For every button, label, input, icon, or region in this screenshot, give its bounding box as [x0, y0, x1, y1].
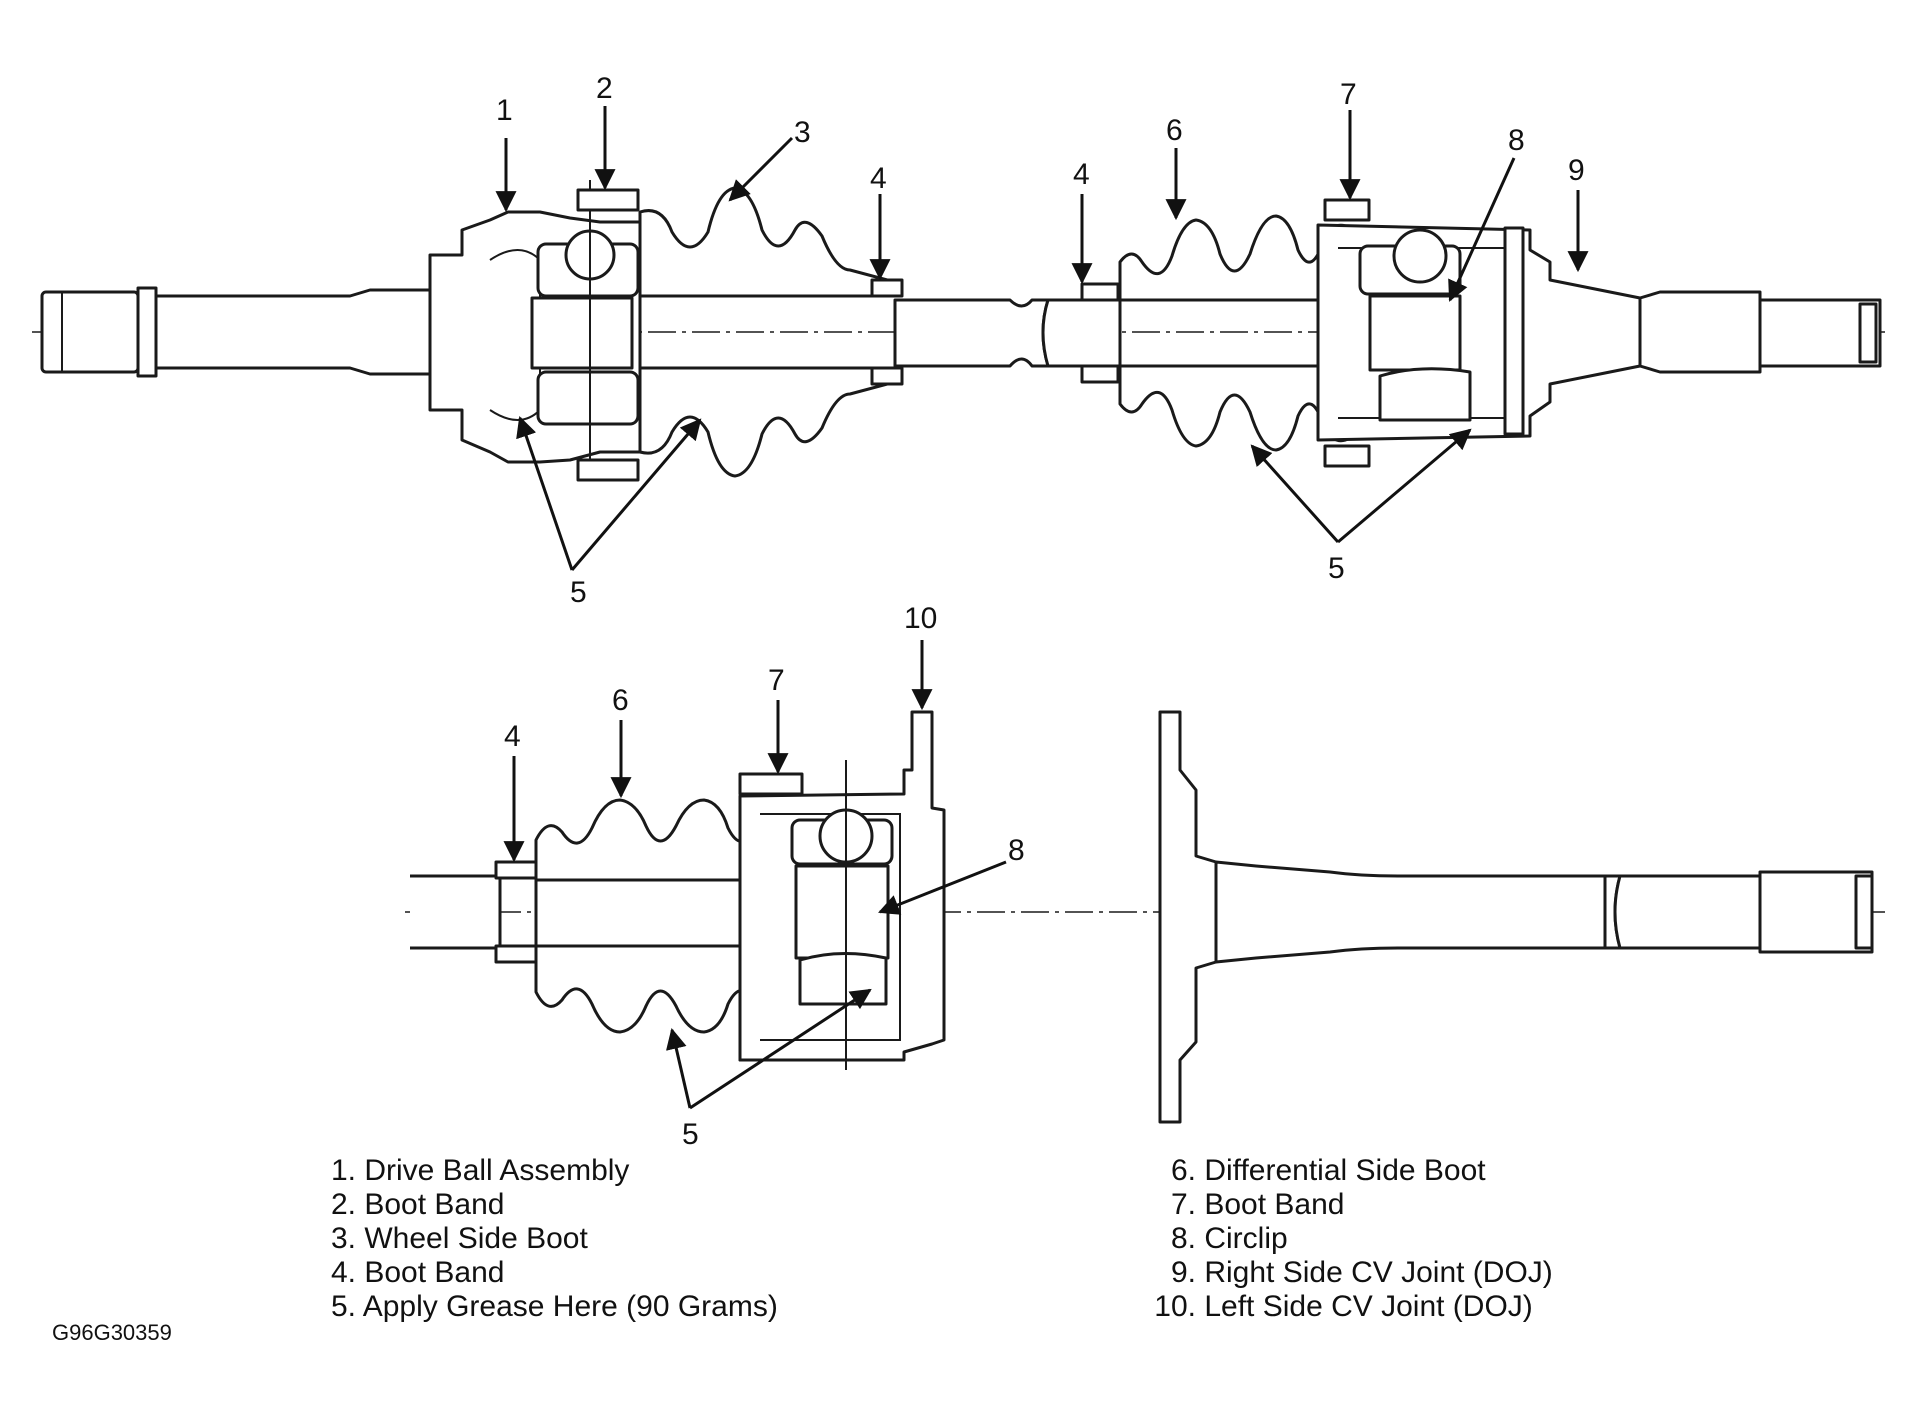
callout-1-top: 1: [496, 94, 513, 127]
callout-7-bottom: 7: [768, 664, 785, 697]
callout-4-top-right: 4: [1073, 158, 1090, 191]
callout-4-bottom: 4: [504, 720, 521, 753]
intermediate-shaft-flange: [1158, 710, 1218, 1124]
legend-item: 2. Boot Band: [330, 1188, 505, 1221]
parts-legend-right: 6. Differential Side Boot 7. Boot Band 8…: [1146, 1154, 1553, 1324]
bottom-drive-shaft-assembly: [405, 710, 1885, 1124]
top-doj-inner-race: [1368, 294, 1462, 372]
intermediate-shaft: [1214, 860, 1607, 964]
callout-2-top: 2: [596, 72, 613, 105]
top-left-spline-end: [40, 290, 140, 374]
bottom-shaft-stub: [410, 874, 502, 950]
top-boot-band-7: [1323, 198, 1371, 222]
parts-legend-left: 1. Drive Ball Assembly 2. Boot Band 3. W…: [326, 1154, 778, 1324]
top-right-stub-shaft: [1638, 290, 1762, 374]
top-differential-side-boot: [1118, 214, 1352, 452]
callout-5-top-left: 5: [570, 576, 587, 609]
callout-9-top: 9: [1568, 154, 1585, 187]
legend-item: 5. Apply Grease Here (90 Grams): [330, 1290, 778, 1323]
bottom-doj-inner-race: [794, 864, 890, 960]
top-center-shaft: [893, 298, 1050, 368]
bottom-boot-band-7: [738, 772, 804, 796]
callout-10-bottom: 10: [904, 602, 937, 635]
callout-7-top: 7: [1340, 78, 1357, 111]
figure-code: G96G30359: [52, 1320, 172, 1345]
callout-6-top: 6: [1166, 114, 1183, 147]
top-inner-race: [530, 296, 634, 370]
legend-item: 9. Right Side CV Joint (DOJ): [1170, 1256, 1553, 1289]
callout-4-top-left: 4: [870, 162, 887, 195]
top-left-stub-shaft: [154, 288, 432, 376]
legend-item: 3. Wheel Side Boot: [330, 1222, 588, 1255]
legend-item: 7. Boot Band: [1170, 1188, 1345, 1221]
legend-item: 6. Differential Side Boot: [1170, 1154, 1486, 1187]
top-boot-band-2: [576, 188, 640, 212]
legend-item: 4. Boot Band: [330, 1256, 505, 1289]
top-drive-shaft-assembly: [32, 180, 1885, 482]
callout-5-top-right: 5: [1328, 552, 1345, 585]
callout-5-bottom: 5: [682, 1118, 699, 1151]
bottom-differential-side-boot: [534, 798, 762, 1034]
callout-8-bottom: 8: [1008, 834, 1025, 867]
bottom-right-shaft: [1613, 874, 1762, 950]
callout-arrows: [495, 106, 1589, 1110]
bottom-boot-band-4: [494, 860, 538, 880]
callout-3-top: 3: [794, 116, 811, 149]
callout-6-bottom: 6: [612, 684, 629, 717]
top-doj-ball: [1392, 228, 1448, 284]
top-boot-band-4-left: [870, 278, 904, 298]
legend-item: 10. Left Side CV Joint (DOJ): [1154, 1290, 1533, 1323]
callout-8-top: 8: [1508, 124, 1525, 157]
top-boot-band-4-right: [1080, 282, 1120, 302]
legend-item: 1. Drive Ball Assembly: [330, 1154, 630, 1187]
legend-item: 8. Circlip: [1170, 1222, 1288, 1255]
callout-numbers: 1 2 3 4 4 6 7 8 9 5 5 4 6 7 10 8 5: [496, 72, 1585, 1151]
wheel-side-boot: [638, 186, 897, 478]
